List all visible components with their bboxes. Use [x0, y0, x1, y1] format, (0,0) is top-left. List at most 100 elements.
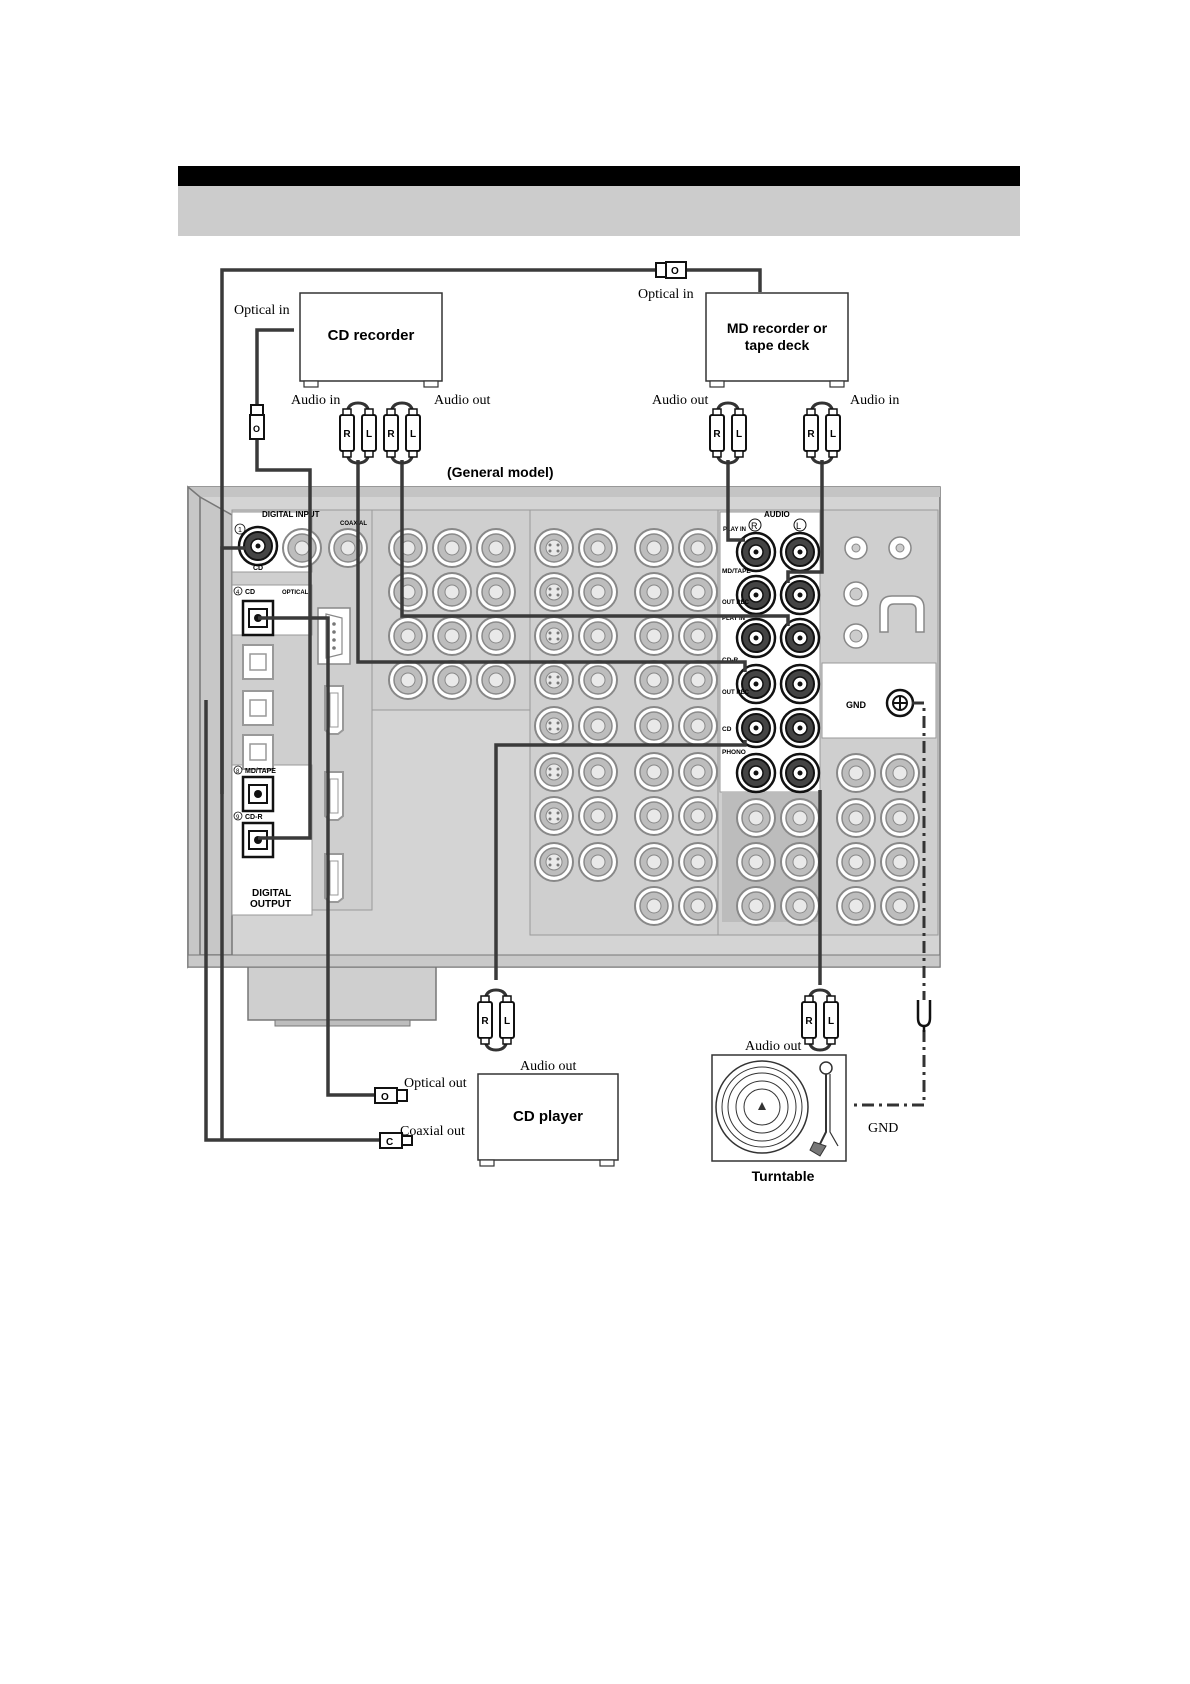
cd-player-optical-cable	[258, 616, 375, 1097]
left-channel-mark: L	[796, 521, 801, 531]
svg-text:O: O	[381, 1092, 389, 1103]
right-channel-mark: R	[751, 521, 758, 531]
cd-coaxial-label: CD	[253, 565, 263, 572]
coaxial-plug-cd-player: C	[379, 1132, 413, 1149]
cd-r-rec-out-l-jack	[779, 663, 821, 705]
play-in-label: PLAY IN	[723, 527, 746, 533]
optical-label: OPTICAL	[282, 590, 309, 596]
output-number-9: 9	[236, 815, 240, 821]
audio-label: AUDIO	[764, 510, 790, 519]
phono-label: PHONO	[722, 749, 746, 756]
gnd-label: GND	[868, 1121, 898, 1136]
cd-audio-label: CD	[722, 726, 732, 733]
input-number-1: 1	[238, 527, 242, 534]
rca-plug-l-label: L	[504, 1016, 510, 1027]
rca-plug-l-label: L	[830, 429, 836, 440]
md-tape-optical-output-jack	[241, 775, 275, 813]
cdr-audio-in-cable	[356, 460, 747, 672]
cables	[204, 268, 926, 1142]
cd-r-optical-output-jack	[241, 821, 275, 859]
md-recorder-label-2: tape deck	[745, 337, 810, 353]
receiver-rear-panel: DIGITAL INPUT COAXIAL 1 CD 4 CD OPTICAL …	[187, 485, 941, 1027]
rca-plug-l-label: L	[736, 429, 742, 440]
cdr-audio-out-label: Audio out	[434, 393, 491, 408]
gnd-spade-plug	[916, 1000, 932, 1032]
cd-player-audio-out-label: Audio out	[520, 1059, 577, 1074]
cd-recorder-device: CD recorder	[299, 292, 443, 388]
gnd-wire	[912, 701, 926, 1000]
turntable-device: Turntable	[711, 1054, 847, 1184]
rec-out-label-2: OUT REC	[722, 690, 750, 696]
input-number-4: 4	[236, 590, 240, 596]
md-audio-in-cable	[786, 460, 824, 583]
phono-l-jack	[779, 752, 821, 794]
rca-plug-r-label: R	[805, 1016, 813, 1027]
rca-plug-r-label: R	[713, 429, 721, 440]
md-recorder-label-1: MD recorder or	[727, 320, 828, 336]
turntable-label: Turntable	[752, 1168, 815, 1184]
rca-plug-r-label: R	[387, 429, 395, 440]
md-audio-in-label: Audio in	[850, 393, 899, 408]
md-recorder-device: MD recorder or tape deck	[705, 292, 849, 388]
optical-plug-left: O	[249, 404, 265, 440]
rca-plug-l-label: L	[828, 1016, 834, 1027]
optical-in-label-md: Optical in	[638, 287, 694, 302]
cd-optical-label: CD	[245, 589, 255, 596]
section-header-bar	[178, 166, 1020, 186]
cd-recorder-label: CD recorder	[328, 327, 415, 344]
cd-player-coaxial-cable	[204, 700, 380, 1142]
md-tape-rec-out-r-jack	[735, 574, 777, 616]
cdr-optical-cable	[255, 328, 294, 405]
output-number-8: 8	[236, 769, 240, 775]
cd-in-l-jack	[779, 707, 821, 749]
md-tape-play-in-l-jack	[779, 531, 821, 573]
gnd-terminal-label: GND	[846, 700, 867, 710]
cd-player-device: CD player	[477, 1073, 619, 1167]
digital-input-label: DIGITAL INPUT	[262, 510, 320, 519]
cdr-audio-out-cable	[400, 460, 790, 626]
section-subheader-bar	[178, 186, 1020, 236]
rca-plug-r-label: R	[807, 429, 815, 440]
turntable-audio-out-label: Audio out	[745, 1039, 802, 1054]
md-tape-label: MD/TAPE	[722, 568, 751, 575]
svg-text:O: O	[253, 424, 260, 434]
digital-output-label-1: DIGITAL	[252, 888, 291, 899]
rec-out-label: OUT REC	[722, 600, 750, 606]
coaxial-label: COAXIAL	[340, 521, 367, 527]
cd-r-rec-out-r-jack	[735, 663, 777, 705]
rca-plug-r-label: R	[481, 1016, 489, 1027]
play-in-label-2: PLAY IN	[722, 616, 745, 622]
cd-player-audio-cable	[494, 740, 747, 980]
svg-text:O: O	[671, 266, 679, 277]
optical-plug-top: O	[655, 261, 687, 279]
md-optical-cable	[220, 268, 655, 794]
md-audio-out-label: Audio out	[652, 393, 709, 408]
svg-text:C: C	[386, 1137, 393, 1148]
optical-out-label: Optical out	[404, 1076, 467, 1091]
optical-in-label-cdr: Optical in	[234, 303, 290, 318]
coaxial-out-label: Coaxial out	[400, 1124, 465, 1139]
cd-coaxial-input-jack	[237, 525, 279, 567]
md-audio-out-cable	[726, 460, 745, 542]
md-tape-optical-label: MD/TAPE	[245, 768, 276, 775]
gnd-terminal	[885, 688, 915, 718]
cd-player-label: CD player	[513, 1108, 583, 1125]
cd-r-optical-label: CD-R	[245, 814, 263, 821]
model-label: (General model)	[447, 464, 554, 480]
cdr-audio-in-label: Audio in	[291, 393, 340, 408]
rca-plug-l-label: L	[410, 429, 416, 440]
rca-plug-r-label: R	[343, 429, 351, 440]
digital-output-label-2: OUTPUT	[250, 899, 291, 910]
rca-plug-l-label: L	[366, 429, 372, 440]
phono-r-jack	[735, 752, 777, 794]
cd-in-r-jack	[735, 707, 777, 749]
cd-r-play-in-r-jack	[735, 617, 777, 659]
optical-plug-cd-player: O	[374, 1087, 408, 1104]
